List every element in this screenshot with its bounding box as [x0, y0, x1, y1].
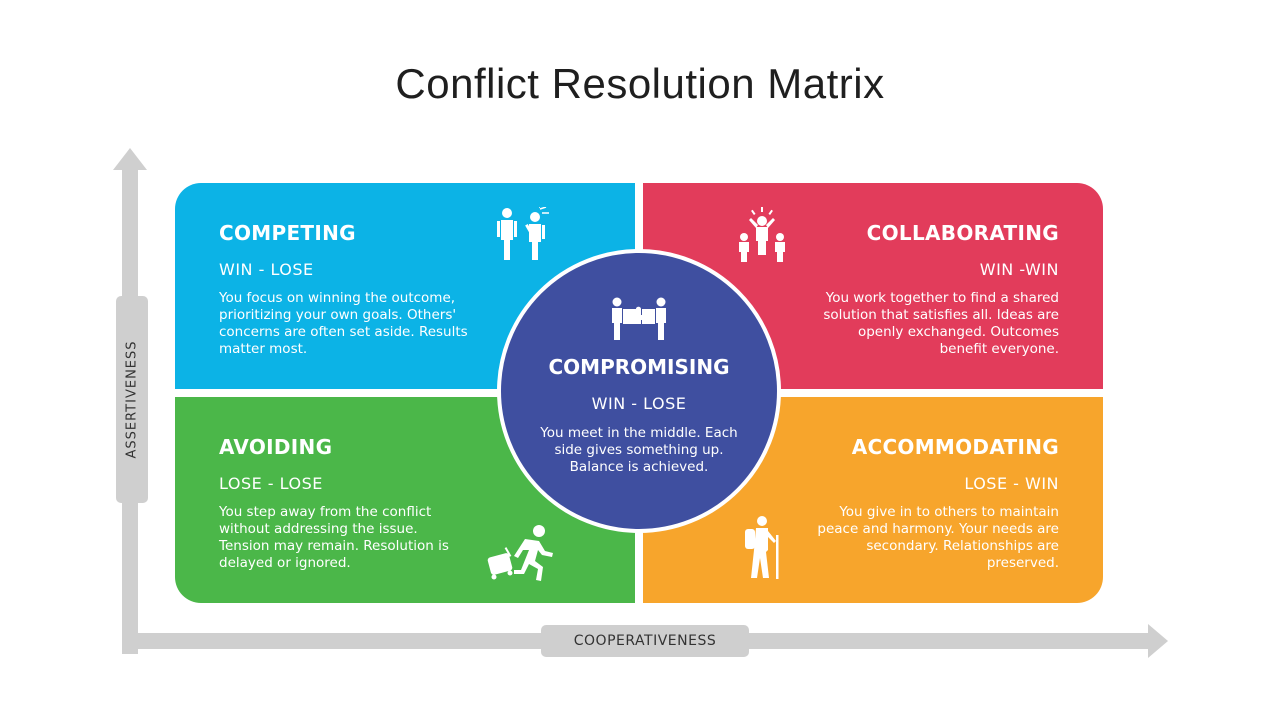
- cooperativeness-label: COOPERATIVENESS: [541, 625, 749, 657]
- competing-description: You focus on winning the outcome, priori…: [219, 290, 468, 357]
- running-away-icon: [487, 525, 553, 581]
- page-title: Conflict Resolution Matrix: [395, 60, 885, 107]
- accommodating-description: You give in to others to maintain peace …: [817, 504, 1059, 571]
- competing-outcome: WIN - LOSE: [219, 260, 314, 279]
- assertiveness-label: ASSERTIVENESS: [124, 340, 140, 459]
- right-arrow-icon: [1148, 624, 1168, 658]
- avoiding-heading: AVOIDING: [219, 435, 333, 459]
- accommodating-outcome: LOSE - WIN: [964, 474, 1059, 493]
- competing-heading: COMPETING: [219, 221, 356, 245]
- collaborating-heading: COLLABORATING: [866, 221, 1059, 245]
- puzzle-handshake-icon: [612, 297, 666, 340]
- up-arrow-icon: [113, 148, 147, 170]
- compromising-outcome: WIN - LOSE: [591, 394, 687, 413]
- hiker-icon: [745, 516, 779, 579]
- assertiveness-label-box: ASSERTIVENESS: [116, 296, 148, 503]
- avoiding-description: You step away from the conflict without …: [219, 504, 449, 571]
- collaborating-description: You work together to find a shared solut…: [823, 290, 1059, 357]
- compromising-heading: COMPROMISING: [548, 355, 730, 379]
- group-celebration-icon: [739, 207, 785, 262]
- center-compromising: COMPROMISING WIN - LOSE You meet in the …: [497, 249, 781, 533]
- avoiding-outcome: LOSE - LOSE: [219, 474, 323, 493]
- arguing-people-icon: [497, 207, 549, 260]
- collaborating-outcome: WIN -WIN: [979, 260, 1059, 279]
- accommodating-heading: ACCOMMODATING: [851, 435, 1059, 459]
- compromising-description: You meet in the middle. Each side gives …: [540, 425, 738, 475]
